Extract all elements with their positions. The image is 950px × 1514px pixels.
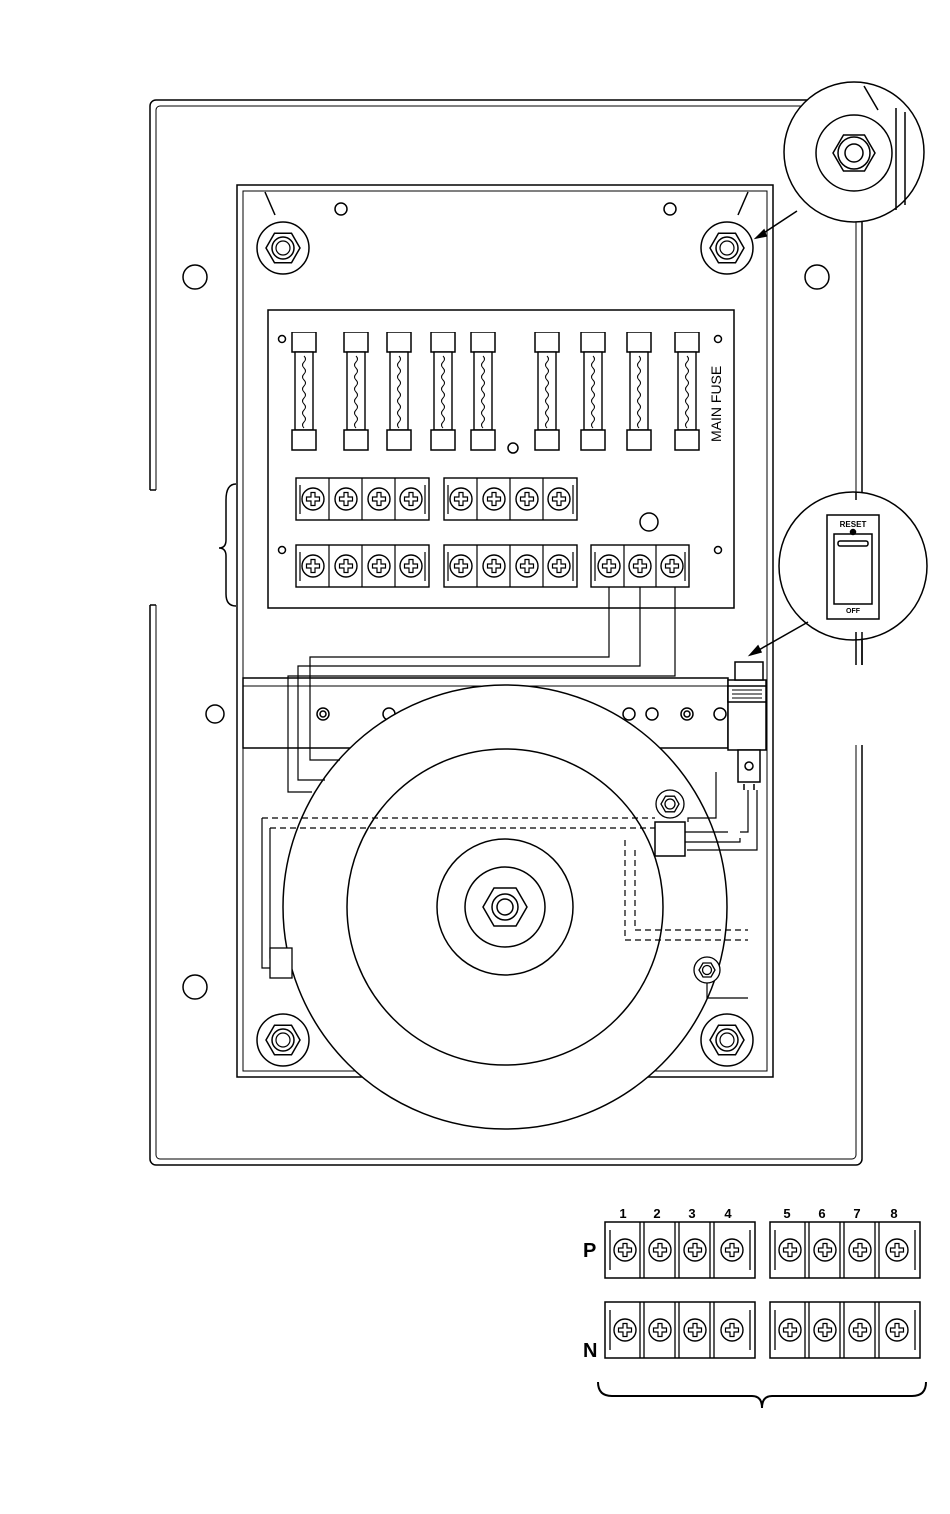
terminal-number: 8 [890,1206,897,1221]
terminal-number: 3 [688,1206,695,1221]
terminal-number: 6 [818,1206,825,1221]
main-fuse [675,332,699,450]
mount-hole [206,705,224,723]
terminal-number: 4 [724,1206,732,1221]
row-n-label: N [583,1340,597,1362]
terminal-number: 7 [853,1206,860,1221]
terminal-number: 2 [653,1206,660,1221]
terminal-numbers: 1 2 3 4 5 6 7 8 [619,1206,897,1221]
zoom-nut [816,115,892,191]
row-p-label: P [583,1240,596,1262]
detail-screws [614,1239,908,1341]
bracket-bottom [598,1382,926,1408]
mount-hole [183,265,207,289]
fuse-row [292,332,699,450]
mount-hole [805,265,829,289]
terminal-number: 5 [783,1206,790,1221]
bracket-left [219,484,236,606]
off-label: OFF [846,608,861,615]
reset-label: RESET [840,520,867,529]
main-fuse-label: MAIN FUSE [708,366,724,442]
terminal-number: 1 [619,1206,626,1221]
mount-hole [183,975,207,999]
